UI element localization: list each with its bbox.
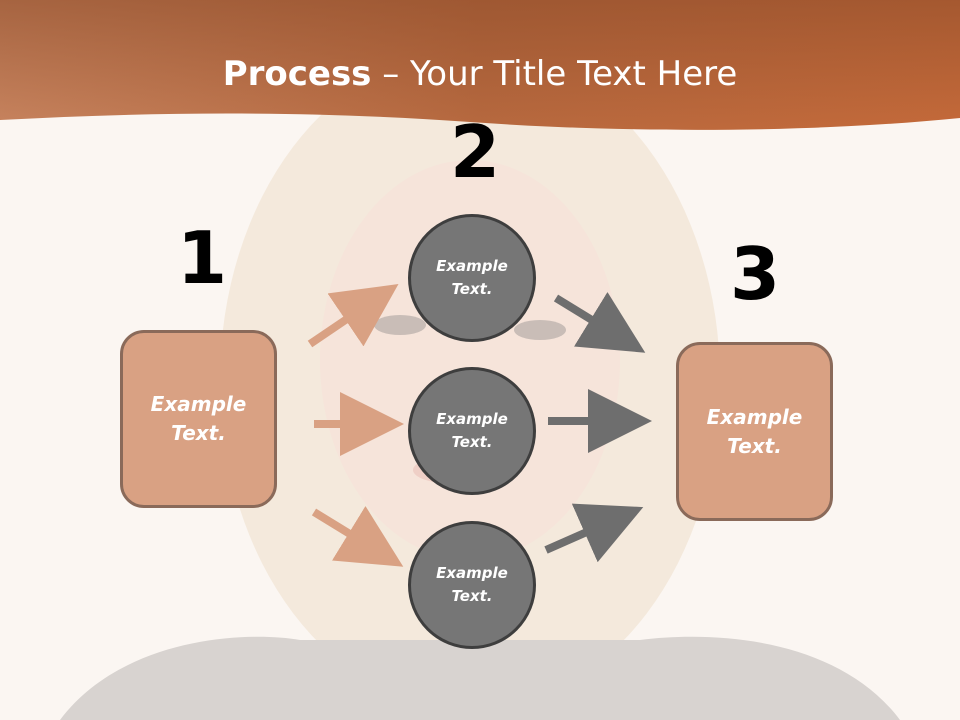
- process-circle-2: Example Text.: [408, 367, 536, 495]
- arrow-circle-3-to-box: [544, 503, 644, 563]
- title-bold: Process: [222, 54, 372, 94]
- title-rest: – Your Title Text Here: [371, 54, 738, 94]
- right-box-text: Example Text.: [706, 404, 803, 458]
- circle-1-text: Example Text.: [436, 257, 508, 298]
- arrow-box-to-circle-1: [307, 284, 399, 348]
- right-process-box: Example Text.: [676, 342, 833, 521]
- process-circle-3: Example Text.: [408, 521, 536, 649]
- circle-3-text: Example Text.: [436, 564, 508, 605]
- header-band: [0, 0, 960, 130]
- slide-title: Process – Your Title Text Here: [0, 52, 960, 96]
- step-number-2: 2: [450, 110, 501, 194]
- arrow-box-to-circle-3: [311, 505, 404, 567]
- circle-2-text: Example Text.: [436, 410, 508, 451]
- left-process-box: Example Text.: [120, 330, 277, 508]
- left-box-text: Example Text.: [150, 392, 247, 445]
- step-number-3: 3: [730, 232, 781, 316]
- arrow-circle-1-to-box: [553, 291, 646, 353]
- process-circle-1: Example Text.: [408, 214, 536, 342]
- step-number-1: 1: [177, 216, 228, 300]
